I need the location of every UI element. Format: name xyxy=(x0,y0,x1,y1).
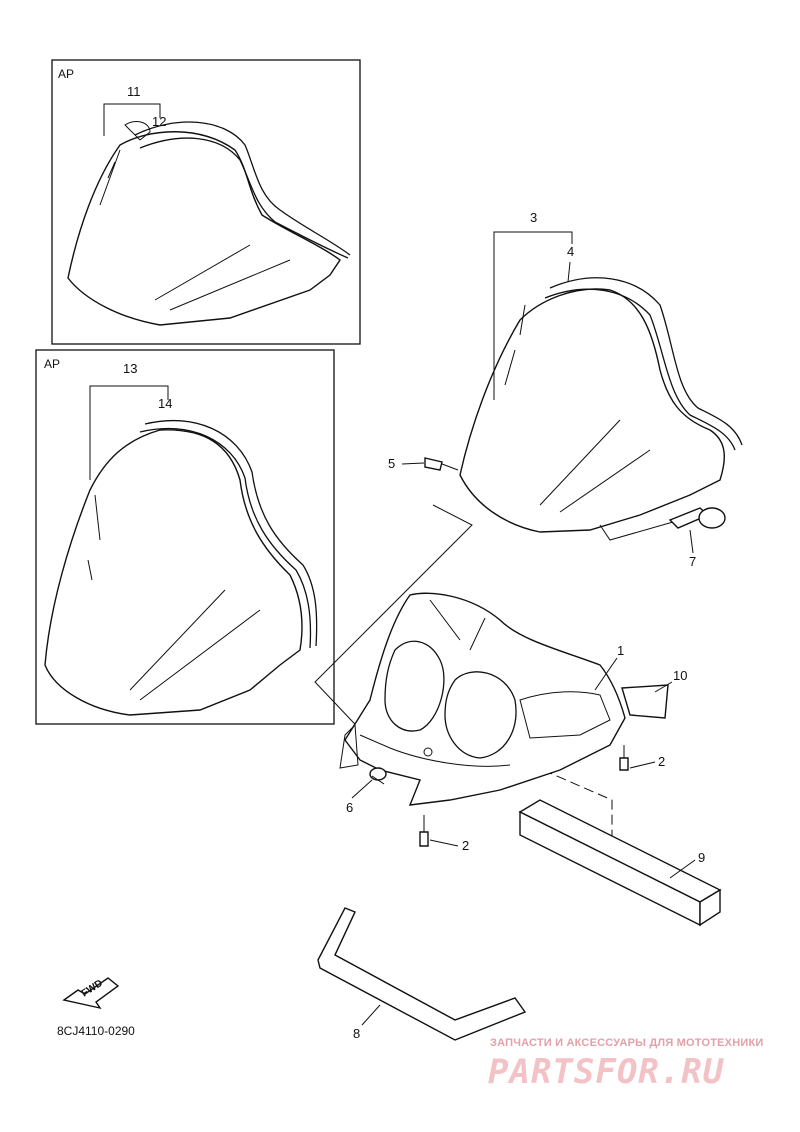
inset-ap-label-2: AP xyxy=(44,357,60,371)
svg-text:5: 5 xyxy=(388,456,395,471)
callout-1[interactable]: 1 xyxy=(617,643,624,658)
svg-text:6: 6 xyxy=(346,800,353,815)
assembly-guide-line xyxy=(314,504,473,741)
callout-1-leader xyxy=(594,657,618,691)
sticker-part-10 xyxy=(621,684,669,719)
callout-8[interactable]: 8 xyxy=(353,1026,360,1041)
callout-5[interactable]: 5 xyxy=(388,456,395,471)
svg-text:4: 4 xyxy=(567,244,574,259)
callout-9[interactable]: 9 xyxy=(698,850,705,865)
callout-3[interactable]: 3 xyxy=(530,210,537,225)
windshield-inset-bottom xyxy=(44,419,318,716)
watermark-tagline: ЗАПЧАСТИ И АКСЕССУАРЫ ДЛЯ МОТОТЕХНИКИ xyxy=(490,1037,764,1049)
screw-part-5 xyxy=(424,457,459,471)
callout-7[interactable]: 7 xyxy=(689,554,696,569)
windshield-main xyxy=(459,277,743,541)
callout-13-bracket xyxy=(89,385,169,480)
callout-11-bracket xyxy=(103,103,161,136)
callout-9-leader xyxy=(669,859,696,879)
grommet-part-6 xyxy=(369,767,387,785)
figure-code: 8CJ4110-0290 xyxy=(57,1024,135,1038)
callout-13[interactable]: 13 xyxy=(123,361,137,376)
callout-10-leader xyxy=(654,681,673,693)
bolt-part-2-lower xyxy=(419,815,429,847)
svg-text:14: 14 xyxy=(158,396,172,411)
bolt-part-2-upper xyxy=(619,745,629,771)
svg-text:13: 13 xyxy=(123,361,137,376)
svg-text:2: 2 xyxy=(658,754,665,769)
svg-text:9: 9 xyxy=(698,850,705,865)
inset-ap-bottom: AP 13 14 xyxy=(35,349,335,725)
callout-10[interactable]: 10 xyxy=(673,668,687,683)
foam-block-part-9 xyxy=(518,799,722,927)
callout-2-lower[interactable]: 2 xyxy=(462,838,469,853)
fwd-arrow-icon: FWD xyxy=(62,977,120,1010)
svg-text:1: 1 xyxy=(617,643,624,658)
callout-3-bracket xyxy=(493,231,573,400)
callout-12[interactable]: 12 xyxy=(152,114,166,129)
callout-11[interactable]: 11 xyxy=(127,84,141,99)
svg-text:7: 7 xyxy=(689,554,696,569)
nut-part-7 xyxy=(668,507,726,529)
callout-2-lower-leader xyxy=(429,839,459,847)
callout-4[interactable]: 4 xyxy=(567,244,574,259)
callout-4-leader xyxy=(567,261,571,283)
callout-6-leader xyxy=(351,779,373,799)
callout-8-leader xyxy=(361,1004,381,1026)
cowling-part-1 xyxy=(339,592,626,806)
callout-14[interactable]: 14 xyxy=(158,396,172,411)
svg-text:2: 2 xyxy=(462,838,469,853)
watermark-brand: PARTSFOR.RU xyxy=(488,1052,725,1092)
callout-7-leader xyxy=(689,529,694,554)
inset-ap-label: AP xyxy=(58,67,74,81)
seal-part-8 xyxy=(317,907,527,1041)
svg-text:11: 11 xyxy=(127,84,141,99)
svg-text:12: 12 xyxy=(152,114,166,129)
callout-5-leader xyxy=(401,462,425,465)
callout-6[interactable]: 6 xyxy=(346,800,353,815)
windshield-inset-top xyxy=(67,121,351,326)
svg-text:8: 8 xyxy=(353,1026,360,1041)
callout-2-upper[interactable]: 2 xyxy=(658,754,665,769)
inset-ap-top: AP 11 12 xyxy=(51,59,361,345)
svg-text:3: 3 xyxy=(530,210,537,225)
svg-text:10: 10 xyxy=(673,668,687,683)
callout-2-upper-leader xyxy=(629,761,656,769)
